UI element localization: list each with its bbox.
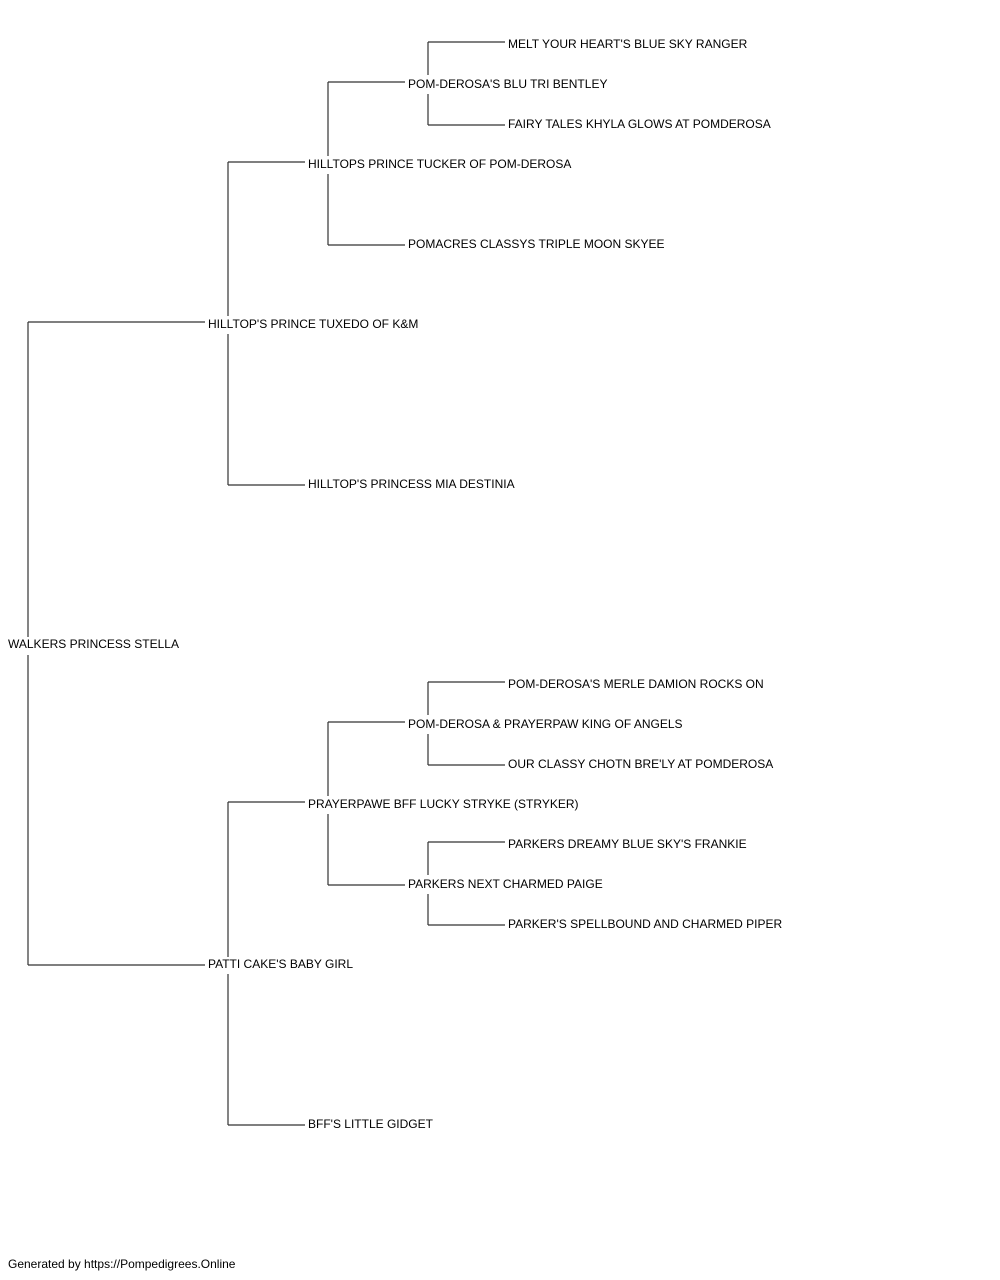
generated-by-footer: Generated by https://Pompedigrees.Online: [8, 1257, 236, 1271]
pedigree-sire-sire-dam-name: POMACRES CLASSYS TRIPLE MOON SKYEE: [408, 237, 667, 251]
pedigree-dam-sire-dam-dam-name: PARKER'S SPELLBOUND AND CHARMED PIPER: [508, 917, 785, 931]
pedigree-dam-sire-dam-sire-name: PARKERS DREAMY BLUE SKY'S FRANKIE: [508, 837, 749, 851]
pedigree-sire-dam-name: HILLTOP'S PRINCESS MIA DESTINIA: [308, 477, 517, 491]
pedigree-dam-dam-name: BFF'S LITTLE GIDGET: [308, 1117, 435, 1131]
pedigree-subject-name: WALKERS PRINCESS STELLA: [8, 637, 181, 651]
pedigree-sire-name: HILLTOP'S PRINCE TUXEDO OF K&M: [208, 317, 421, 331]
pedigree-sire-sire-sire-dam-name: FAIRY TALES KHYLA GLOWS AT POMDEROSA: [508, 117, 773, 131]
pedigree-sire-sire-sire-sire-name: MELT YOUR HEART'S BLUE SKY RANGER: [508, 37, 750, 51]
pedigree-dam-sire-sire-dam-name: OUR CLASSY CHOTN BRE'LY AT POMDEROSA: [508, 757, 776, 771]
pedigree-sire-sire-sire-name: POM-DEROSA'S BLU TRI BENTLEY: [408, 77, 610, 91]
pedigree-sire-sire-name: HILLTOPS PRINCE TUCKER OF POM-DEROSA: [308, 157, 574, 171]
pedigree-dam-sire-sire-name: POM-DEROSA & PRAYERPAW KING OF ANGELS: [408, 717, 685, 731]
pedigree-dam-sire-dam-name: PARKERS NEXT CHARMED PAIGE: [408, 877, 605, 891]
pedigree-dam-sire-sire-sire-name: POM-DEROSA'S MERLE DAMION ROCKS ON: [508, 677, 766, 691]
pedigree-dam-sire-name: PRAYERPAWE BFF LUCKY STRYKE (STRYKER): [308, 797, 581, 811]
pedigree-dam-name: PATTI CAKE'S BABY GIRL: [208, 957, 356, 971]
